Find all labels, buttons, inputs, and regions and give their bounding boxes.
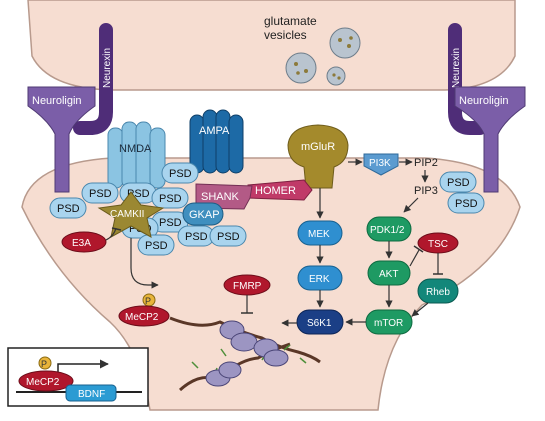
mtor: mTOR: [365, 309, 413, 335]
mglur-receptor: mGluR: [287, 124, 349, 189]
fmrp: FMRP: [223, 274, 271, 296]
psd-box: [151, 187, 189, 209]
svg-text:ERK: ERK: [309, 274, 330, 285]
neuroligin-right: Neuroligin: [454, 86, 526, 193]
presynaptic-terminal: [27, 0, 516, 91]
neuroligin-left: Neuroligin: [27, 86, 96, 193]
svg-text:PSD: PSD: [447, 177, 470, 189]
svg-text:mGluR: mGluR: [301, 141, 335, 153]
pip2: PIP2: [414, 157, 438, 169]
psd-box: [161, 162, 199, 184]
svg-text:PSD: PSD: [217, 231, 240, 243]
neurexin-left: Neurexin: [73, 23, 113, 135]
svg-text:FMRP: FMRP: [233, 281, 262, 292]
svg-text:PDK1/2: PDK1/2: [370, 225, 405, 236]
svg-text:CAMKII: CAMKII: [110, 209, 144, 220]
pip3: PIP3: [414, 185, 438, 197]
pdk: PDK1/2: [366, 216, 412, 242]
svg-text:PSD: PSD: [169, 168, 192, 180]
glutamate-vesicles: [285, 27, 361, 86]
svg-text:PI3K: PI3K: [369, 158, 391, 169]
nucleus-inset: P MeCP2 BDNF: [7, 347, 149, 407]
svg-text:Neuroligin: Neuroligin: [32, 95, 82, 107]
rheb: Rheb: [417, 278, 459, 304]
tsc: TSC: [417, 232, 459, 254]
svg-text:PSD: PSD: [159, 193, 182, 205]
svg-text:MEK: MEK: [308, 229, 330, 240]
svg-text:PSD: PSD: [159, 217, 182, 229]
psd-box: [209, 225, 247, 247]
svg-text:mTOR: mTOR: [374, 318, 403, 329]
svg-text:PSD: PSD: [145, 240, 168, 252]
svg-text:MeCP2: MeCP2: [125, 312, 159, 323]
neurexin-right: Neurexin: [448, 23, 487, 135]
svg-text:SHANK: SHANK: [201, 191, 240, 203]
akt-inhibits-tsc: [409, 249, 420, 267]
svg-text:AMPA: AMPA: [199, 125, 230, 137]
psd-box: [137, 234, 175, 256]
svg-text:TSC: TSC: [428, 239, 448, 250]
pi3k: PI3K: [363, 153, 399, 176]
vesicles-label-2: vesicles: [264, 28, 307, 42]
svg-text:Neuroligin: Neuroligin: [459, 95, 509, 107]
svg-text:Neurexin: Neurexin: [102, 48, 113, 88]
svg-text:PSD: PSD: [455, 198, 478, 210]
svg-text:NMDA: NMDA: [119, 143, 152, 155]
psd-box: [439, 171, 477, 193]
mecp2-phospho: P MeCP2: [118, 293, 170, 327]
mrna-ribosomes: [169, 316, 321, 392]
svg-text:P: P: [41, 359, 47, 369]
svg-text:PSD: PSD: [57, 203, 80, 215]
psd-box: [447, 192, 485, 214]
svg-text:AKT: AKT: [379, 269, 398, 280]
psd-cluster-right: PSD PSD: [439, 171, 485, 214]
svg-text:P: P: [145, 296, 151, 306]
psd-box: [81, 182, 119, 204]
svg-text:Rheb: Rheb: [426, 287, 450, 298]
s6k1: S6K1: [296, 309, 344, 335]
vesicles-label-1: glutamate: [264, 14, 317, 28]
svg-text:PSD: PSD: [89, 188, 112, 200]
mek: MEK: [297, 220, 343, 246]
svg-text:MeCP2: MeCP2: [26, 377, 60, 388]
camkii-to-mecp2-arrow: [130, 238, 159, 289]
akt: AKT: [367, 260, 411, 286]
ampa-receptor: AMPA: [189, 109, 244, 174]
rheb-to-mtor: [411, 302, 429, 317]
e3a: E3A: [61, 231, 107, 253]
svg-text:BDNF: BDNF: [78, 389, 105, 400]
svg-text:GKAP: GKAP: [189, 209, 220, 221]
svg-text:Neurexin: Neurexin: [451, 48, 462, 88]
svg-text:HOMER: HOMER: [255, 185, 296, 197]
erk: ERK: [297, 265, 343, 291]
camkii: CAMKII: [97, 191, 165, 238]
svg-text:PSD: PSD: [185, 231, 208, 243]
gkap: GKAP: [182, 202, 224, 226]
svg-text:S6K1: S6K1: [307, 318, 332, 329]
psd-box: [49, 197, 87, 219]
svg-text:E3A: E3A: [72, 238, 91, 249]
nmda-receptor: NMDA: [107, 121, 166, 189]
